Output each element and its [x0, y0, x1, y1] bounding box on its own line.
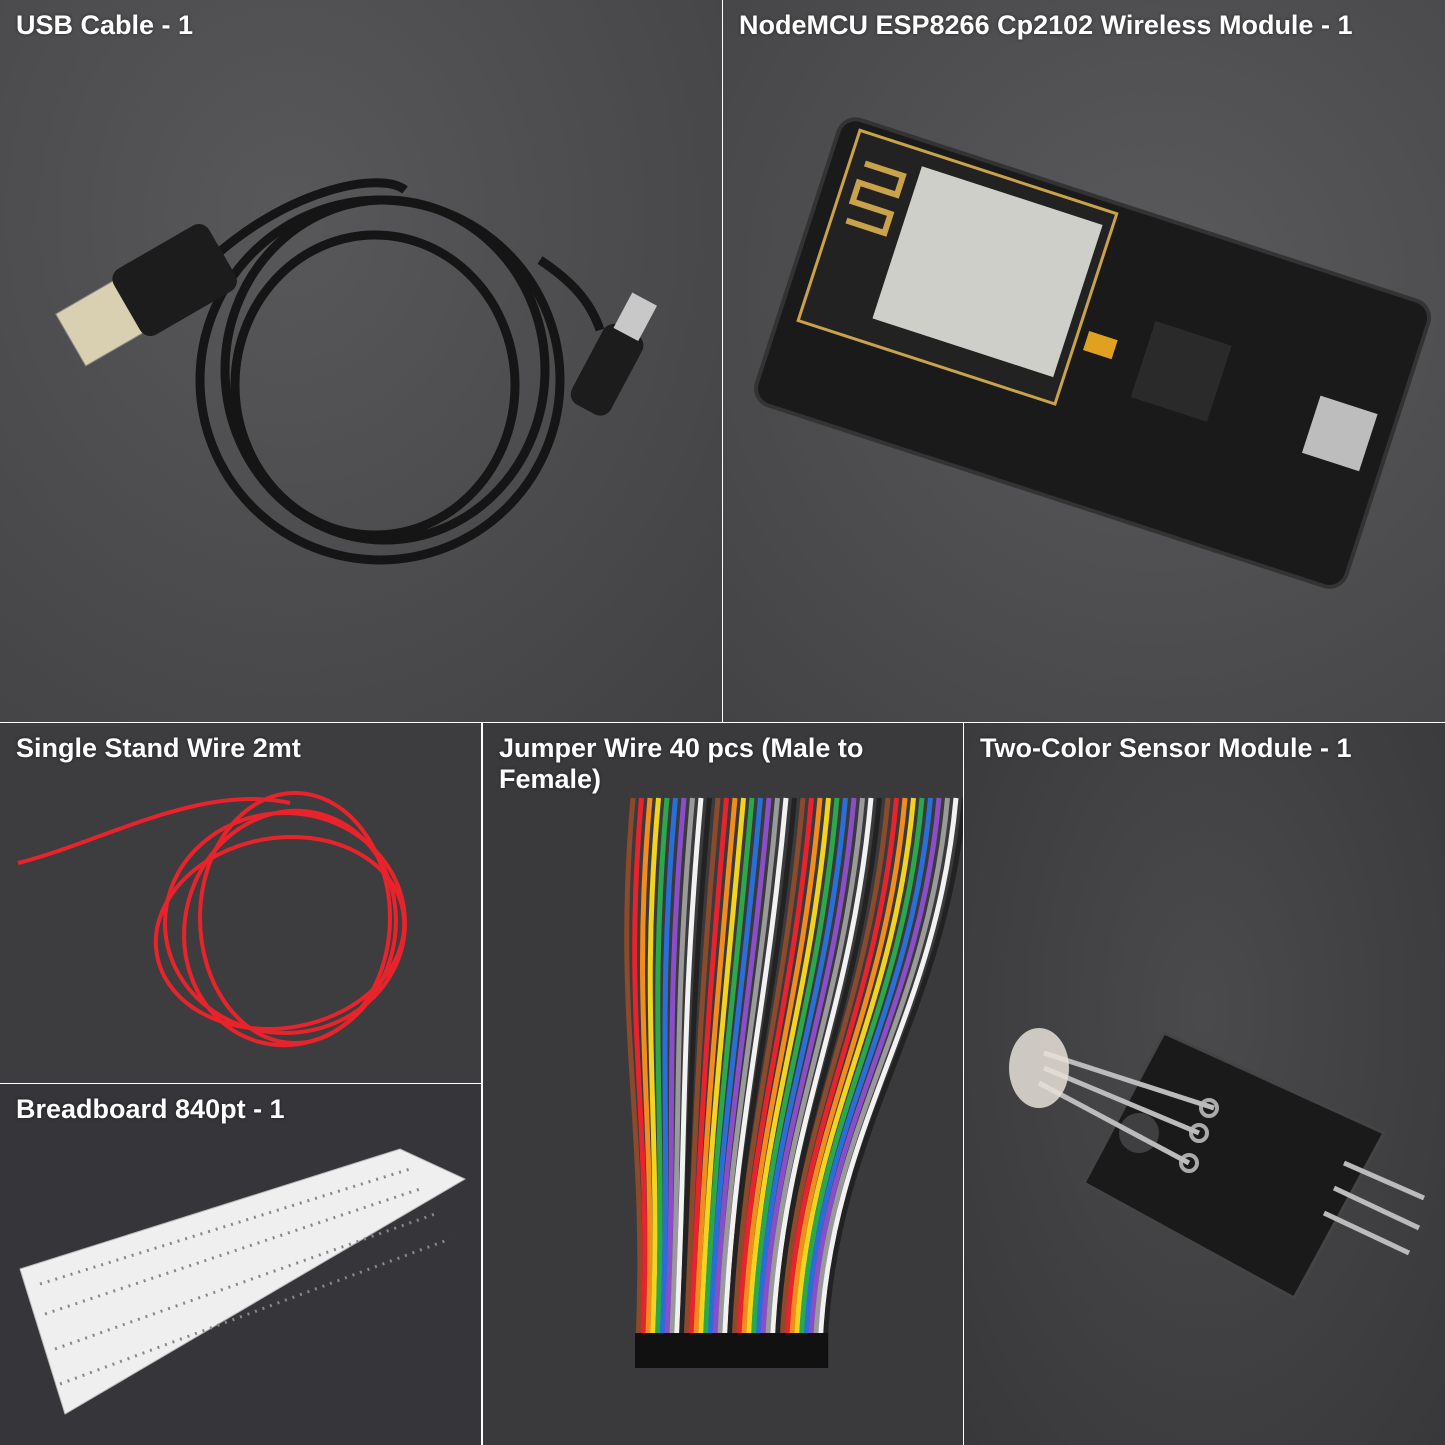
- breadboard-image: [19, 1148, 467, 1415]
- jumper-wire: [697, 797, 746, 1344]
- panel-breadboard: Breadboard 840pt - 1: [0, 1084, 481, 1445]
- jumper-wire: [664, 797, 687, 1344]
- jumper-wire: [669, 797, 695, 1344]
- jumper-connector: [721, 1333, 728, 1368]
- jumper-wire: [736, 797, 814, 1344]
- jumper-wire: [808, 797, 942, 1344]
- jumper-connector: [788, 1333, 795, 1368]
- panel-label: Breadboard 840pt - 1: [16, 1094, 285, 1124]
- red-wire-image: [17, 791, 407, 1048]
- jumper-wire: [702, 797, 755, 1344]
- jumper-wire: [813, 797, 950, 1344]
- jumper-wire: [678, 797, 712, 1344]
- jumper-connector: [750, 1333, 757, 1368]
- jumper-wire: [717, 797, 780, 1344]
- jumper-connector: [745, 1333, 752, 1368]
- jumper-wire: [793, 797, 916, 1344]
- jumper-wire: [755, 797, 848, 1344]
- jumper-connector: [678, 1333, 685, 1368]
- jumper-connector: [711, 1333, 718, 1368]
- panel-label: Two-Color Sensor Module - 1: [980, 733, 1352, 763]
- jumper-connector: [654, 1333, 661, 1368]
- jumper-wire: [784, 797, 899, 1344]
- jumper-connector: [659, 1333, 665, 1368]
- jumper-connector: [644, 1333, 651, 1368]
- panel-nodemcu: NodeMCU ESP8266 Cp2102 Wireless Module -…: [723, 0, 1445, 722]
- panel-two-color-sensor: Two-Color Sensor Module - 1: [964, 723, 1445, 1445]
- jumper-connector: [769, 1333, 776, 1368]
- jumper-wire: [822, 797, 963, 1344]
- jumper-connector: [759, 1333, 766, 1368]
- jumper-wire: [769, 797, 874, 1344]
- jumper-connector: [822, 1333, 829, 1368]
- jumper-connector: [798, 1333, 805, 1368]
- jumper-wire: [654, 797, 670, 1344]
- jumper-wire: [774, 797, 882, 1344]
- nodemcu-board-image: [754, 117, 1432, 589]
- jumper-connector: [687, 1333, 694, 1368]
- jumper-wire: [624, 797, 643, 1344]
- jumper-connector: [707, 1333, 713, 1368]
- jumper-connector: [807, 1333, 814, 1368]
- panel-jumper-wires: Jumper Wire 40 pcs (Male to Female): [483, 723, 963, 1445]
- jumper-connector: [793, 1333, 800, 1368]
- jumper-connector: [726, 1333, 733, 1368]
- jumper-wire: [632, 797, 648, 1344]
- jumper-connector: [755, 1333, 761, 1368]
- jumper-connector: [649, 1333, 656, 1368]
- jumper-wire: [750, 797, 840, 1344]
- jumper-connector: [683, 1333, 689, 1368]
- jumper-wire: [779, 797, 891, 1344]
- jumper-connector: [731, 1333, 737, 1368]
- jumper-wire: [659, 797, 678, 1344]
- jumper-wire: [693, 797, 738, 1344]
- jumper-connector: [803, 1333, 809, 1368]
- jumper-connector: [740, 1333, 747, 1368]
- jumper-connector: [663, 1333, 670, 1368]
- jumper-connector: [716, 1333, 723, 1368]
- jumper-connector: [774, 1333, 781, 1368]
- jumper-connector: [735, 1333, 742, 1368]
- jumper-wires-image: [624, 797, 963, 1368]
- jumper-connector: [673, 1333, 680, 1368]
- jumper-wire: [745, 797, 831, 1344]
- jumper-connector: [668, 1333, 675, 1368]
- jumper-wire: [688, 797, 729, 1344]
- jumper-wire: [707, 797, 763, 1344]
- jumper-wire: [640, 797, 653, 1344]
- panel-label: Single Stand Wire 2mt: [16, 733, 301, 763]
- panel-single-strand-wire: Single Stand Wire 2mt: [0, 723, 481, 1083]
- jumper-wire: [798, 797, 925, 1344]
- jumper-wire: [673, 797, 704, 1344]
- jumper-wire: [765, 797, 865, 1344]
- jumper-connector: [639, 1333, 646, 1368]
- jumper-connector: [702, 1333, 709, 1368]
- jumper-wire: [683, 797, 721, 1344]
- jumper-connector: [635, 1333, 641, 1368]
- jumper-wire: [760, 797, 857, 1344]
- panel-label: USB Cable - 1: [16, 10, 194, 40]
- panel-label: Jumper Wire 40 pcs (Male to Female): [499, 733, 864, 794]
- jumper-wire: [741, 797, 823, 1344]
- jumper-connector: [817, 1333, 824, 1368]
- jumper-wire: [789, 797, 908, 1344]
- jumper-wire: [803, 797, 933, 1344]
- jumper-wire: [726, 797, 797, 1344]
- usb-cable-image: [55, 178, 657, 565]
- jumper-connector: [692, 1333, 699, 1368]
- sensor-module-image: [1009, 1028, 1426, 1301]
- jumper-connector: [779, 1333, 785, 1368]
- jumper-connector: [812, 1333, 819, 1368]
- jumper-connector: [764, 1333, 771, 1368]
- jumper-wire: [721, 797, 789, 1344]
- panel-label: NodeMCU ESP8266 Cp2102 Wireless Module -…: [739, 10, 1353, 40]
- jumper-wire: [647, 797, 661, 1344]
- jumper-wire: [817, 797, 959, 1344]
- jumper-wire: [731, 797, 806, 1344]
- jumper-connector: [783, 1333, 790, 1368]
- jumper-wire: [712, 797, 772, 1344]
- jumper-connector: [697, 1333, 704, 1368]
- panel-usb-cable: USB Cable - 1: [0, 0, 722, 722]
